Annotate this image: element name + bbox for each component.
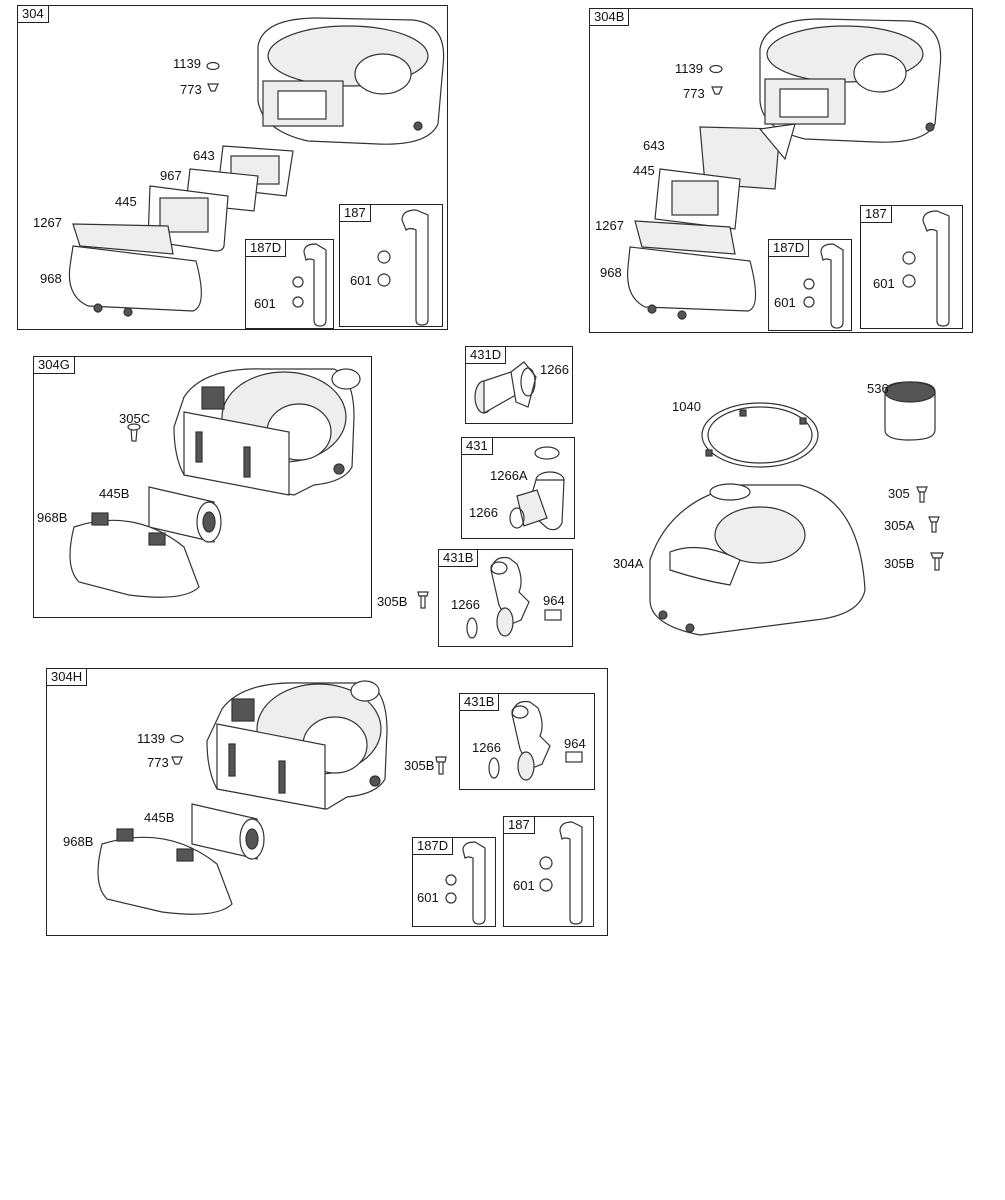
label-967: 967 [160, 168, 182, 183]
subpanel-187: 187 601 [339, 204, 443, 327]
label-1139: 1139 [137, 731, 165, 746]
panel-tag: 431 [461, 437, 493, 455]
subpanel-431b: 431B 1266 964 [459, 693, 595, 790]
panel-tag: 431B [438, 549, 479, 567]
subpanel-187d: 187D 601 [768, 239, 852, 331]
blower-housing-drawing [627, 18, 942, 320]
label-305b: 305B [377, 594, 408, 609]
label-601: 601 [417, 890, 439, 905]
label-1040: 1040 [672, 399, 701, 414]
label-601: 601 [873, 276, 895, 291]
label-601: 601 [513, 878, 535, 893]
elbow-fitting-drawing [509, 446, 565, 531]
subpanel-187: 187 601 [503, 816, 594, 927]
breather-tube-drawing [803, 243, 844, 329]
breather-tube-drawing [902, 210, 950, 327]
label-445b: 445B [144, 810, 175, 825]
label-305b: 305B [404, 758, 435, 773]
breather-tube-drawing [445, 841, 486, 925]
label-601: 601 [774, 295, 796, 310]
panel-tag: 431D [465, 346, 507, 364]
label-1266: 1266 [469, 505, 498, 520]
panel-304h: 304H 1139 773 445B 968B 305B 431B 126 [46, 668, 608, 936]
label-964: 964 [543, 593, 565, 608]
panel-tag: 187D [245, 239, 287, 257]
breather-tube-drawing [377, 209, 429, 326]
label-445b: 445B [99, 486, 130, 501]
label-968b: 968B [37, 510, 68, 525]
label-445: 445 [633, 163, 655, 178]
subpanel-187: 187 601 [860, 205, 963, 329]
blower-housing-drawing [68, 17, 445, 317]
label-305: 305 [888, 486, 910, 501]
label-304a: 304A [613, 556, 644, 571]
panel-tag: 187 [339, 204, 371, 222]
panel-tag: 304B [589, 8, 630, 26]
panel-431b: 431B 1266 964 [438, 549, 573, 647]
panel-431: 431 1266A 1266 [461, 437, 575, 539]
label-643: 643 [643, 138, 665, 153]
blower-housing-drawing [69, 368, 361, 598]
label-1266a: 1266A [490, 468, 528, 483]
panel-tag: 187 [860, 205, 892, 223]
label-1267: 1267 [595, 218, 624, 233]
panel-tag: 187D [768, 239, 810, 257]
elbow-fitting-drawing [474, 361, 537, 415]
panel-431d: 431D 1266 [465, 346, 573, 424]
panel-tag: 304 [17, 5, 49, 23]
label-1139: 1139 [173, 56, 201, 71]
label-968: 968 [40, 271, 62, 286]
label-964: 964 [564, 736, 586, 751]
label-1139: 1139 [675, 61, 703, 76]
label-1267: 1267 [33, 215, 62, 230]
label-773: 773 [180, 82, 202, 97]
label-445: 445 [115, 194, 137, 209]
breather-tube-drawing [539, 821, 583, 925]
label-773: 773 [683, 86, 705, 101]
breather-tube-drawing [292, 243, 327, 327]
label-536: 536 [867, 381, 889, 396]
panel-tag: 304G [33, 356, 75, 374]
panel-tag: 304H [46, 668, 88, 686]
label-305b: 305B [884, 556, 915, 571]
label-305c: 305C [119, 411, 151, 426]
label-601: 601 [350, 273, 372, 288]
panel-tag: 187D [412, 837, 454, 855]
panel-304g: 304G 305C 445B 968B [33, 356, 372, 618]
panel-tag: 431B [459, 693, 500, 711]
subpanel-187d: 187D 601 [412, 837, 496, 927]
label-1266: 1266 [472, 740, 501, 755]
elbow-fitting-drawing [488, 700, 583, 781]
panel-tag: 187 [503, 816, 535, 834]
subpanel-187d: 187D 601 [245, 239, 334, 329]
label-643: 643 [193, 148, 215, 163]
label-1266: 1266 [451, 597, 480, 612]
label-305a: 305A [884, 518, 915, 533]
screw-icon [417, 591, 429, 609]
label-968: 968 [600, 265, 622, 280]
label-1266: 1266 [540, 362, 569, 377]
panel-304: 304 1139 773 643 967 445 1267 968 187 60… [17, 5, 448, 330]
label-773: 773 [147, 755, 169, 770]
blower-housing-drawing [97, 680, 447, 915]
elbow-fitting-drawing [466, 556, 562, 639]
label-968b: 968B [63, 834, 94, 849]
panel-304b: 304B 1139 773 643 445 1267 968 187 601 1… [589, 8, 973, 333]
label-601: 601 [254, 296, 276, 311]
